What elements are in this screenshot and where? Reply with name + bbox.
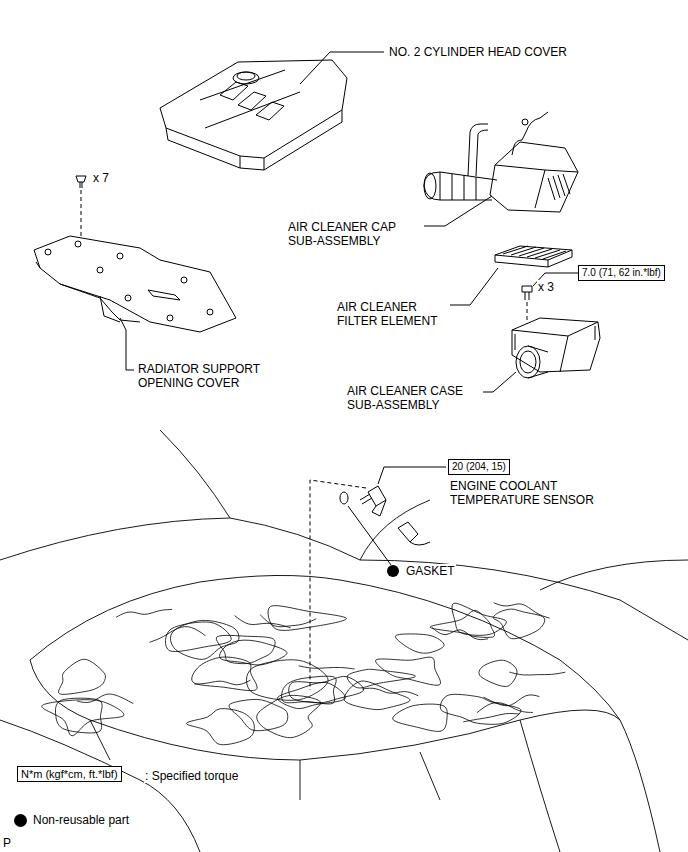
radiator-support-cover: [34, 236, 236, 332]
part-label: P: [2, 836, 12, 850]
legend-swatch: [14, 814, 27, 827]
part-label: x 7: [92, 171, 110, 185]
legend-text: Non-reusable part: [33, 813, 129, 827]
part-label: ENGINE COOLANT TEMPERATURE SENSOR: [449, 479, 606, 507]
leader-line: [300, 52, 384, 84]
part-label: : Specified torque: [144, 769, 239, 783]
torque-box: 20 (204, 15): [448, 459, 510, 475]
clip: [76, 176, 86, 188]
part-label: RADIATOR SUPPORT OPENING COVER: [137, 362, 284, 390]
filter-element: [495, 246, 572, 267]
cylinder-head-cover: [160, 60, 347, 170]
torque-value: N*m (kgf*cm, ft.*lbf): [21, 768, 118, 780]
leader-line: [417, 196, 492, 226]
torque-box: 7.0 (71, 62 in.*lbf): [578, 265, 665, 281]
leader-line: [450, 268, 498, 305]
part-label: NO. 2 CYLINDER HEAD COVER: [388, 45, 568, 59]
air-cleaner-cap: [424, 112, 578, 212]
bolt: [522, 286, 532, 300]
leader-line: [348, 506, 391, 565]
engine-bay-sketch: [0, 430, 688, 852]
part-label: x 3: [537, 280, 555, 294]
leader-line: [120, 318, 134, 370]
part-label: GASKET: [405, 564, 456, 578]
legend-entry: Non-reusable part: [14, 813, 129, 827]
torque-box: N*m (kgf*cm, ft.*lbf): [17, 766, 122, 782]
leader-line: [480, 372, 516, 392]
engine-scribble: [42, 603, 566, 745]
non-reusable-mark: [387, 565, 399, 577]
air-cleaner-case: [512, 318, 600, 378]
part-label: AIR CLEANER CASE SUB-ASSEMBLY: [346, 384, 483, 412]
torque-value: 20 (204, 15): [452, 461, 506, 473]
leader-line: [378, 467, 446, 484]
torque-value: 7.0 (71, 62 in.*lbf): [582, 267, 661, 279]
dashed-line: [81, 190, 82, 242]
part-label: AIR CLEANER CAP SUB-ASSEMBLY: [287, 220, 424, 248]
gasket-ring: [340, 492, 348, 504]
dashed-line: [310, 480, 366, 690]
part-label: AIR CLEANER FILTER ELEMENT: [336, 300, 450, 328]
